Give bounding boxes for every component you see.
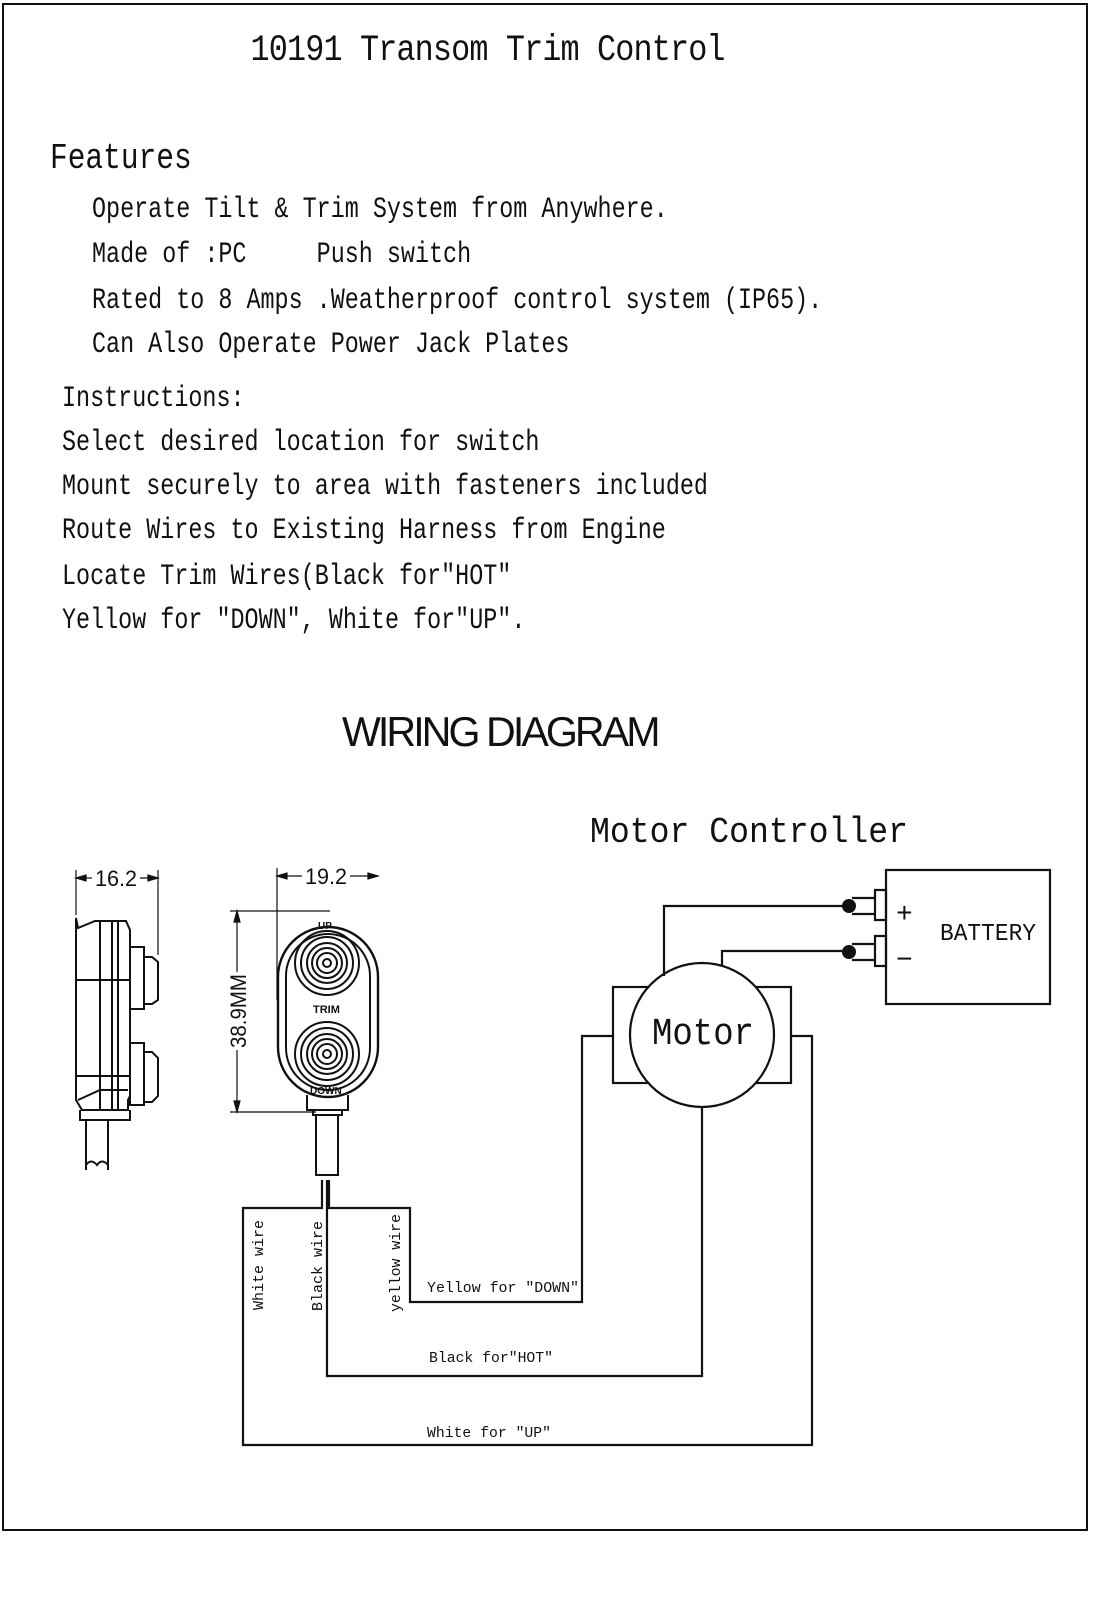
battery-positive-terminal	[873, 888, 888, 922]
positive-connector	[852, 896, 875, 916]
feature-item: Can Also Operate Power Jack Plates	[92, 328, 570, 362]
down-button-label: DOWN	[310, 1086, 342, 1097]
yellow-down-wire	[327, 1034, 613, 1304]
height-value: 38.9MM	[226, 974, 251, 1048]
black-hot-wire	[325, 1107, 704, 1378]
battery-minus-sign: −	[896, 946, 913, 977]
battery-plus-sign: +	[896, 900, 913, 931]
battery-negative-terminal	[873, 934, 888, 968]
wiring-diagram-title: WIRING DIAGRAM	[342, 708, 660, 755]
feature-item: Operate Tilt & Trim System from Anywhere…	[92, 193, 668, 227]
front-width-dimension	[274, 868, 381, 1000]
yellow-down-label: Yellow for "DOWN"	[427, 1280, 579, 1297]
feature-item: Rated to 8 Amps .Weatherproof control sy…	[92, 284, 823, 318]
black-hot-label: Black for"HOT"	[429, 1350, 553, 1367]
battery-negative-wire	[720, 949, 844, 966]
white-up-wire	[241, 1034, 814, 1447]
white-wire-label: White wire	[251, 1220, 268, 1310]
side-width-dimension	[73, 870, 161, 955]
page-border	[2, 3, 1088, 1531]
white-up-label: White for "UP"	[427, 1425, 551, 1442]
switch-side-view	[75, 917, 159, 1170]
instruction-item: Mount securely to area with fasteners in…	[62, 470, 708, 504]
feature-item: Made of :PC Push switch	[92, 238, 472, 272]
battery-label: BATTERY	[940, 921, 1036, 948]
black-wire-label: Black wire	[310, 1221, 327, 1311]
up-button-label: UP	[318, 921, 332, 932]
instructions-heading: Instructions:	[62, 382, 245, 416]
battery-positive-wire	[662, 904, 844, 976]
instruction-item: Route Wires to Existing Harness from Eng…	[62, 514, 666, 548]
positive-clamp-icon	[842, 899, 856, 913]
instruction-item: Yellow for "DOWN", White for"UP".	[62, 604, 526, 638]
trim-label: TRIM	[313, 1004, 340, 1016]
height-dimension	[230, 908, 330, 1115]
switch-front-view	[276, 925, 380, 1176]
negative-connector	[852, 942, 875, 962]
instruction-item: Locate Trim Wires(Black for"HOT"	[62, 560, 512, 594]
document-title: 10191 Transom Trim Control	[250, 30, 726, 72]
features-heading: Features	[50, 138, 192, 179]
negative-clamp-icon	[842, 945, 856, 959]
front-width-value: 19.2	[305, 864, 347, 889]
yellow-wire-label: yellow wire	[388, 1214, 405, 1312]
side-width-value: 16.2	[95, 866, 137, 891]
motor-label: Motor	[652, 1013, 754, 1056]
instruction-item: Select desired location for switch	[62, 426, 540, 460]
motor-controller-label: Motor Controller	[590, 812, 909, 853]
